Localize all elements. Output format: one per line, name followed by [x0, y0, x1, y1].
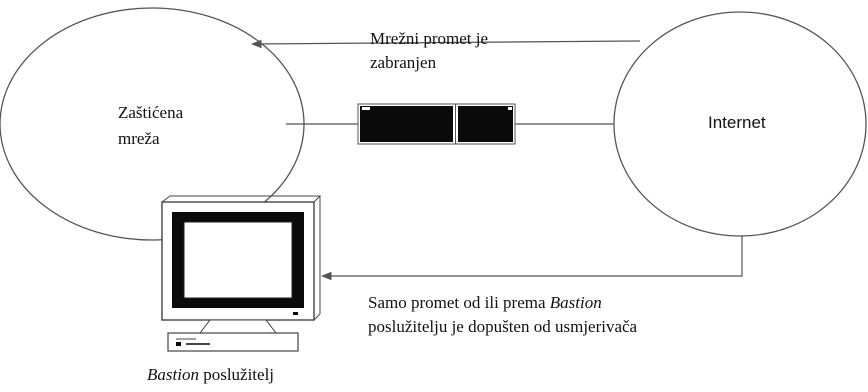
protected-network-label-line1: Zaštićena: [118, 103, 184, 122]
bastion-caption-term: Bastion: [147, 365, 199, 384]
bastion-caption-rest: poslužitelj: [198, 365, 275, 384]
blocked-traffic-label-line2: zabranjen: [370, 53, 437, 72]
allowed-traffic-bastion-term: Bastion: [549, 293, 602, 312]
internet-label: Internet: [708, 113, 766, 132]
allowed-traffic-label-line1: Samo promet od ili prema Bastion: [368, 292, 602, 314]
blocked-traffic-arrow: [250, 39, 641, 49]
bastion-caption: Bastion poslužitelj: [147, 364, 274, 386]
allowed-traffic-arrow: [320, 236, 743, 281]
blocked-traffic-label-line1: Mrežni promet je: [370, 29, 489, 48]
protected-network-label-line2: mreža: [118, 129, 160, 148]
bastion-computer: [161, 195, 322, 352]
router-device: [357, 103, 516, 145]
allowed-traffic-label-line2: poslužitelju je dopušten od usmjerivača: [368, 317, 638, 336]
allowed-traffic-prefix: Samo promet od ili prema: [368, 293, 550, 312]
